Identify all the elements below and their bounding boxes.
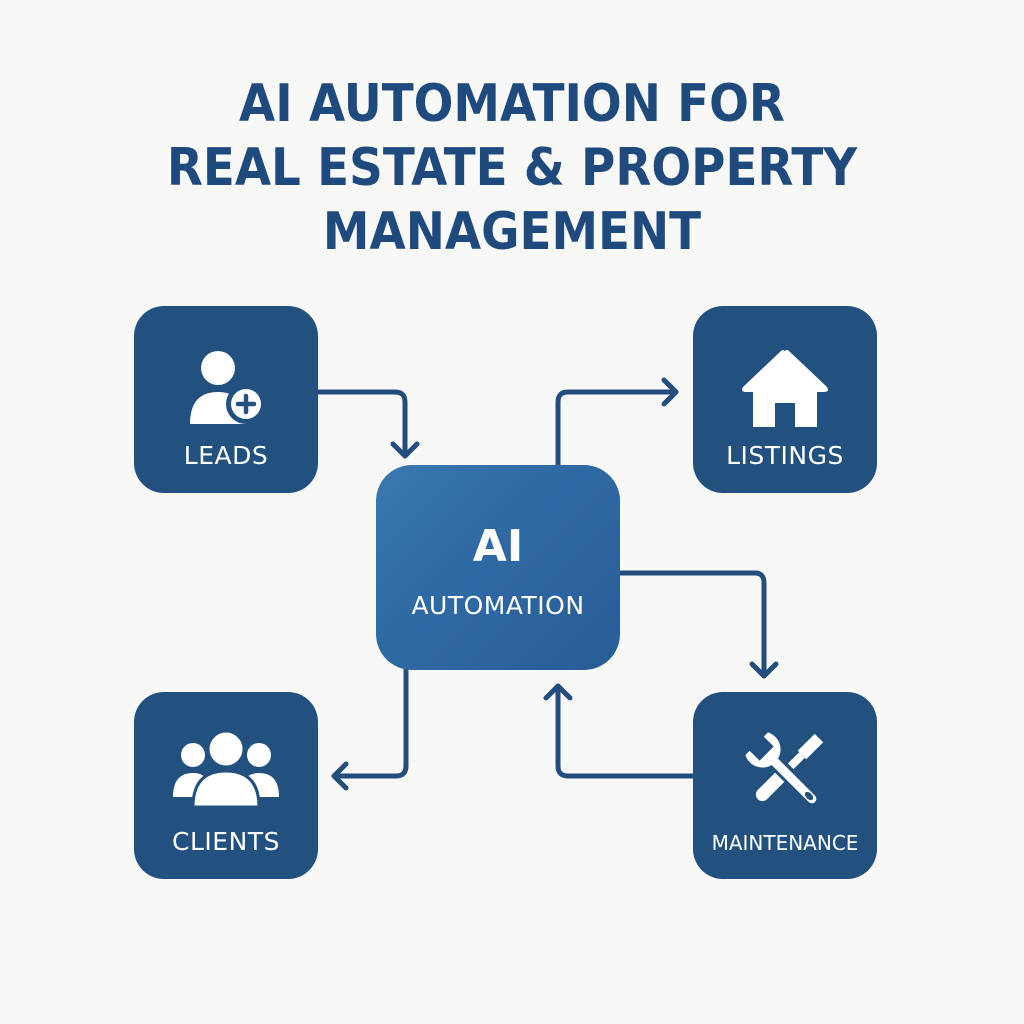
node-label: CLIENTS bbox=[172, 827, 280, 856]
node-label: LISTINGS bbox=[726, 441, 844, 470]
users-group-icon bbox=[134, 722, 318, 822]
arrowhead-maintenance-to-ai bbox=[543, 683, 573, 701]
node-label: LEADS bbox=[183, 441, 269, 470]
arrow-maintenance-to-ai bbox=[555, 683, 696, 779]
arrow-leads-to-ai bbox=[315, 389, 408, 459]
title-line-1: AI AUTOMATION FOR bbox=[239, 74, 785, 134]
arrowhead-ai-to-clients bbox=[331, 761, 349, 791]
node-leads: LEADS bbox=[134, 306, 318, 493]
center-title: AI bbox=[472, 521, 524, 572]
title-line-3: MANAGEMENT bbox=[322, 202, 702, 262]
arrowhead-ai-to-maintenance bbox=[749, 661, 779, 679]
user-plus-icon bbox=[134, 336, 318, 436]
arrowhead-leads-to-ai bbox=[390, 441, 420, 459]
diagram-title: AI AUTOMATION FOR REAL ESTATE & PROPERTY… bbox=[0, 72, 1024, 264]
node-label: MAINTENANCE bbox=[711, 831, 859, 855]
arrow-ai-to-clients bbox=[331, 667, 409, 779]
node-clients: CLIENTS bbox=[134, 692, 318, 879]
arrowhead-ai-to-listings bbox=[661, 377, 679, 407]
arrow-ai-to-maintenance bbox=[617, 570, 767, 679]
wrench-screwdriver-icon bbox=[693, 722, 877, 822]
node-ai-automation: AI AUTOMATION bbox=[376, 465, 620, 670]
title-line-2: REAL ESTATE & PROPERTY bbox=[166, 138, 858, 198]
arrow-ai-to-listings bbox=[555, 389, 679, 468]
node-listings: LISTINGS bbox=[693, 306, 877, 493]
center-subtitle: AUTOMATION bbox=[411, 591, 585, 620]
house-icon bbox=[693, 336, 877, 436]
node-maintenance: MAINTENANCE bbox=[693, 692, 877, 879]
